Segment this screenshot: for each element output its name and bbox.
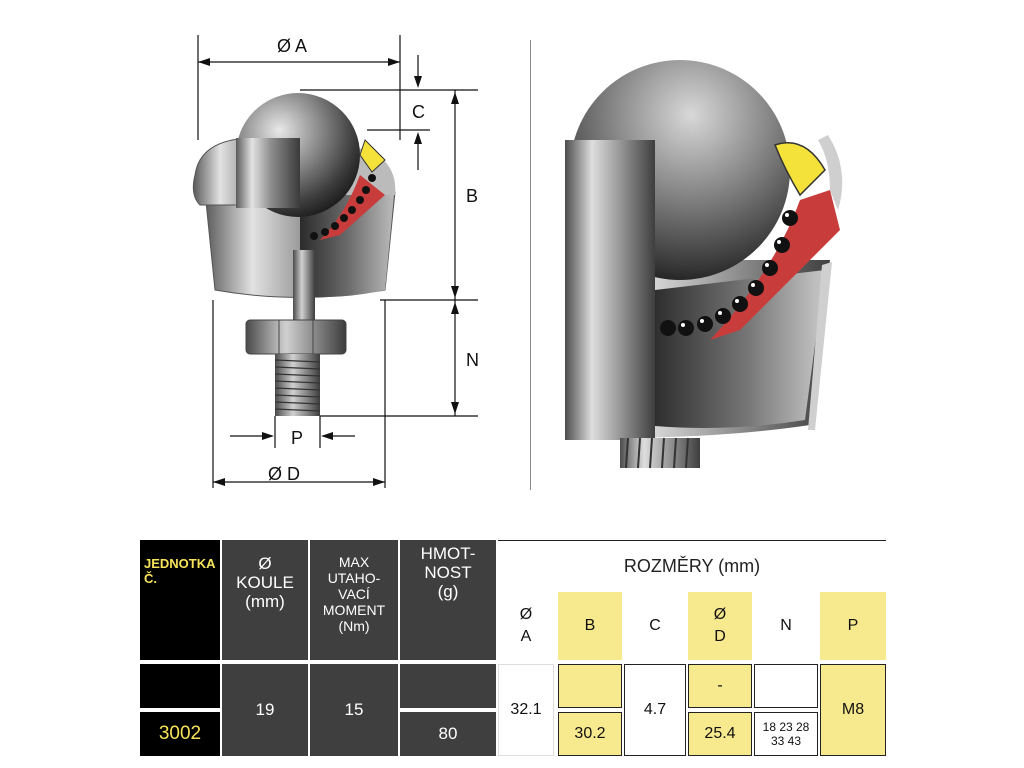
big-cup-left-section bbox=[565, 140, 655, 440]
dim-label-a: Ø A bbox=[277, 36, 308, 56]
header-dimensions: ROZMĚRY (mm) bbox=[623, 556, 761, 576]
row-c: 4.7 bbox=[643, 701, 667, 718]
dim-label-p: P bbox=[291, 428, 304, 448]
hex-nut bbox=[245, 319, 347, 355]
row-ball: 19 bbox=[255, 700, 275, 719]
header-col-b-cell: B bbox=[558, 592, 622, 660]
support-balls bbox=[310, 174, 376, 240]
header-col-p-cell: P bbox=[820, 592, 886, 660]
row-unit-top bbox=[140, 664, 220, 708]
row-moment: 15 bbox=[344, 700, 364, 719]
header-col-a: Ø A bbox=[519, 606, 533, 645]
big-ball-highlights bbox=[681, 213, 789, 327]
row-n-cell: 18 23 28 33 43 bbox=[754, 712, 818, 756]
row-d-cell: 25.4 bbox=[688, 712, 752, 756]
header-col-d: Ø D bbox=[713, 606, 727, 645]
dim-label-c: C bbox=[412, 102, 425, 122]
specification-table: JEDNOTKA Č. Ø KOULE (mm) MAX UTAHO- VACÍ… bbox=[140, 540, 886, 760]
header-unit: JEDNOTKA Č. bbox=[144, 556, 216, 586]
thread-lines bbox=[274, 359, 321, 412]
row-p: M8 bbox=[841, 701, 865, 718]
row-weight-cell: 80 bbox=[400, 712, 496, 756]
dim-label-n: N bbox=[466, 350, 479, 370]
row-a: 32.1 bbox=[510, 701, 542, 718]
header-ball: Ø KOULE (mm) bbox=[236, 554, 294, 611]
row-b: 30.2 bbox=[574, 725, 606, 742]
dim-label-b: B bbox=[466, 186, 479, 206]
threaded-stud bbox=[275, 354, 320, 416]
row-unit: 3002 bbox=[158, 723, 202, 744]
row-p-cell: M8 bbox=[820, 664, 886, 756]
cutaway-detail-drawing bbox=[565, 60, 843, 469]
row-d: 25.4 bbox=[704, 725, 736, 742]
header-col-a-cell: Ø A bbox=[498, 592, 554, 660]
divider bbox=[530, 40, 531, 490]
header-col-n: N bbox=[780, 617, 792, 634]
big-cup-inner bbox=[655, 270, 825, 428]
dimension-arrows bbox=[198, 58, 459, 486]
row-unit-cell: 3002 bbox=[140, 712, 220, 756]
header-ball-cell: Ø KOULE (mm) bbox=[222, 540, 308, 660]
header-col-b: B bbox=[584, 617, 596, 634]
row-ball-cell: 19 bbox=[222, 664, 308, 756]
header-col-n-cell: N bbox=[754, 592, 818, 660]
big-retainer-gray bbox=[818, 135, 843, 210]
header-weight: HMOT- NOST (g) bbox=[420, 544, 476, 601]
row-a-cell: 32.1 bbox=[498, 664, 554, 756]
header-col-d-cell: Ø D bbox=[688, 592, 752, 660]
header-col-p: P bbox=[847, 617, 859, 634]
header-weight-cell: HMOT- NOST (g) bbox=[400, 540, 496, 660]
big-retainer-yellow bbox=[774, 142, 826, 197]
row-b-top bbox=[558, 664, 622, 708]
header-moment-cell: MAX UTAHO- VACÍ MOMENT (Nm) bbox=[310, 540, 398, 660]
header-dimensions-cell: ROZMĚRY (mm) bbox=[498, 540, 886, 592]
row-weight: 80 bbox=[438, 724, 458, 743]
row-n: 18 23 28 33 43 bbox=[762, 720, 810, 748]
cup-cutaway bbox=[300, 185, 395, 298]
row-n-top bbox=[754, 664, 818, 708]
row-d-top: - bbox=[717, 677, 723, 694]
header-moment: MAX UTAHO- VACÍ MOMENT (Nm) bbox=[322, 554, 386, 634]
row-d-top-cell: - bbox=[688, 664, 752, 708]
header-col-c: C bbox=[649, 617, 661, 634]
retainer-yellow bbox=[359, 139, 386, 173]
row-weight-top bbox=[400, 664, 496, 708]
big-thread-lines bbox=[625, 437, 689, 469]
dim-label-d: Ø D bbox=[268, 464, 301, 484]
row-c-cell: 4.7 bbox=[624, 664, 686, 756]
ball-transfer-unit-drawing bbox=[192, 35, 478, 488]
row-moment-cell: 15 bbox=[310, 664, 398, 756]
header-unit-cell: JEDNOTKA Č. bbox=[140, 540, 220, 660]
big-cup-shell bbox=[808, 262, 832, 430]
row-b-cell: 30.2 bbox=[558, 712, 622, 756]
bolt-shank bbox=[293, 250, 315, 320]
header-col-c-cell: C bbox=[624, 592, 686, 660]
